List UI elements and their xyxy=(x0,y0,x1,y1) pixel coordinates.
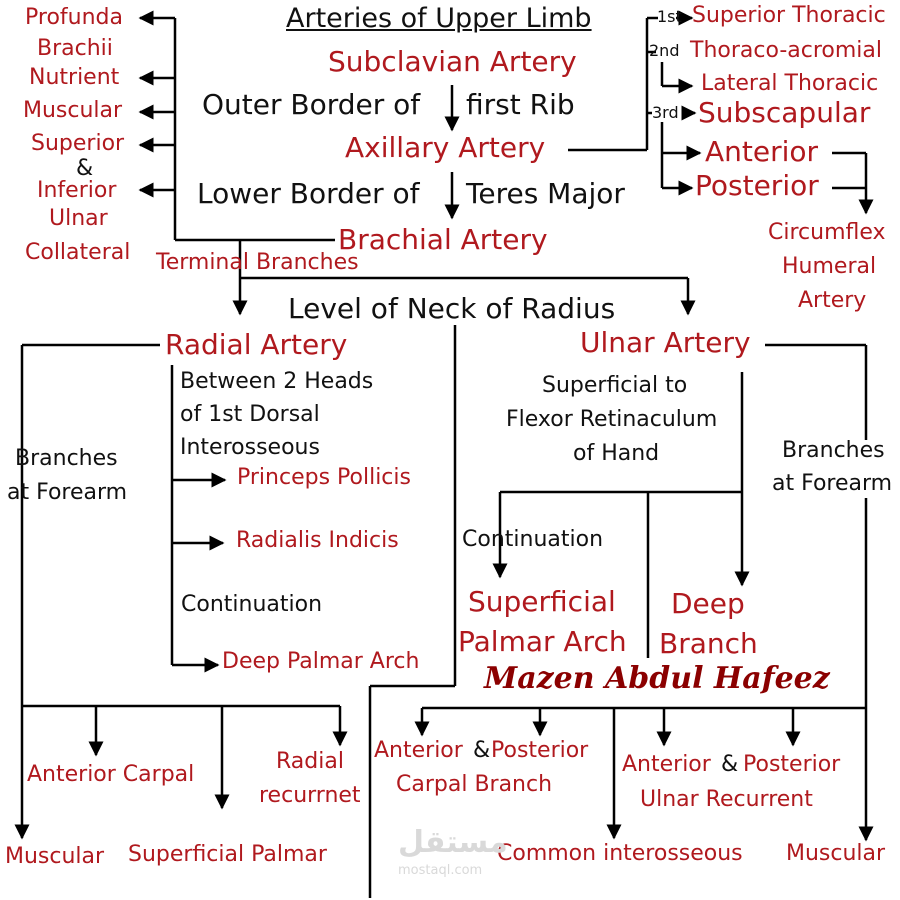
circumflex-label: Circumflex xyxy=(768,220,886,245)
watermark-arabic: مستقل xyxy=(398,825,508,860)
subscapular-label: Subscapular xyxy=(698,96,871,129)
superficial-palmar-arch-line2: Palmar Arch xyxy=(458,625,627,658)
ulnar-recurrent-amp: & xyxy=(721,752,739,777)
first-rib-label: first Rib xyxy=(466,88,575,121)
superficial-palmar-label: Superficial Palmar xyxy=(128,842,327,867)
subclavian-artery-label: Subclavian Artery xyxy=(328,45,577,78)
ulnar-branches-line1: Branches xyxy=(782,438,885,463)
ulnar-artery-label: Ulnar Artery xyxy=(580,326,751,359)
deep-branch-line2: Branch xyxy=(659,627,758,660)
deep-palmar-arch-label: Deep Palmar Arch xyxy=(222,649,420,674)
lower-border-label: Lower Border of xyxy=(197,177,420,210)
ulnar-superficial-line1: Superficial to xyxy=(542,373,688,398)
ulnar-carpal-amp: & xyxy=(473,738,491,763)
profunda-label: Profunda xyxy=(25,5,123,30)
inferior-label: Inferior xyxy=(37,178,117,203)
watermark-site: mostaql.com xyxy=(398,863,483,878)
terminal-branches-label: Terminal Branches xyxy=(156,250,359,275)
ulnar-superficial-line2: Flexor Retinaculum xyxy=(506,407,718,432)
axillary-artery-label: Axillary Artery xyxy=(345,131,546,164)
humeral-label: Humeral xyxy=(782,254,877,279)
radial-between-line3: Interosseous xyxy=(180,435,320,460)
collateral-label: Collateral xyxy=(25,240,131,265)
radial-recurrent-line2: recurrnet xyxy=(259,783,361,808)
artery-label: Artery xyxy=(798,288,867,313)
ulnar-superficial-line3: of Hand xyxy=(573,441,660,466)
anterior-carpal-label: Anterior Carpal xyxy=(27,762,195,787)
ulnar-muscular-label: Muscular xyxy=(786,841,886,866)
part-3-label: 3rd xyxy=(652,103,679,122)
carpal-branch-label: Carpal Branch xyxy=(396,772,553,797)
nutrient-label: Nutrient xyxy=(29,65,120,90)
radial-between-line2: of 1st Dorsal xyxy=(180,402,320,427)
posterior-circumflex-label: Posterior xyxy=(695,169,819,202)
teres-major-label: Teres Major xyxy=(466,177,625,210)
part-2-label: 2nd xyxy=(649,41,680,60)
superior-label: Superior xyxy=(31,131,125,156)
lateral-thoracic-label: Lateral Thoracic xyxy=(701,71,879,96)
ulnar-anterior-carpal-label: Anterior xyxy=(374,738,463,763)
ulnar-recurrent-label: Ulnar Recurrent xyxy=(640,787,813,812)
brachial-artery-label: Brachial Artery xyxy=(338,223,548,256)
diagram-title: Arteries of Upper Limb xyxy=(286,3,592,34)
neck-of-radius-label: Level of Neck of Radius xyxy=(288,292,616,325)
radialis-indicis-label: Radialis Indicis xyxy=(236,528,399,553)
ulnar-posterior-recurrent-label: Posterior xyxy=(743,752,841,777)
muscular-branch-label: Muscular xyxy=(23,98,123,123)
author-signature: Mazen Abdul Hafeez xyxy=(484,661,830,696)
superficial-palmar-arch-line1: Superficial xyxy=(468,585,616,618)
brachii-label: Brachii xyxy=(37,36,113,61)
radial-branches-line1: Branches xyxy=(15,446,118,471)
deep-branch-line1: Deep xyxy=(671,587,745,620)
outer-border-label: Outer Border of xyxy=(202,88,421,121)
ampersand-label: & xyxy=(76,156,94,181)
part-1-label: 1st xyxy=(657,7,682,26)
radial-muscular-label: Muscular xyxy=(5,844,105,869)
anterior-circumflex-label: Anterior xyxy=(705,135,819,168)
ulnar-label: Ulnar xyxy=(49,206,108,231)
superior-thoracic-label: Superior Thoracic xyxy=(692,3,886,28)
ulnar-branches-line2: at Forearm xyxy=(772,471,893,496)
common-interosseous-label: Common interosseous xyxy=(497,841,743,866)
radial-between-line1: Between 2 Heads xyxy=(180,369,374,394)
radial-continuation-label: Continuation xyxy=(181,592,323,617)
ulnar-continuation-label: Continuation xyxy=(462,527,604,552)
radial-branches-line2: at Forearm xyxy=(7,480,128,505)
princeps-pollicis-label: Princeps Pollicis xyxy=(237,465,411,490)
radial-artery-label: Radial Artery xyxy=(165,328,348,361)
ulnar-posterior-carpal-label: Posterior xyxy=(491,738,589,763)
radial-recurrent-line1: Radial xyxy=(276,749,344,774)
ulnar-anterior-recurrent-label: Anterior xyxy=(622,752,711,777)
thoraco-acromial-label: Thoraco-acromial xyxy=(690,38,883,63)
